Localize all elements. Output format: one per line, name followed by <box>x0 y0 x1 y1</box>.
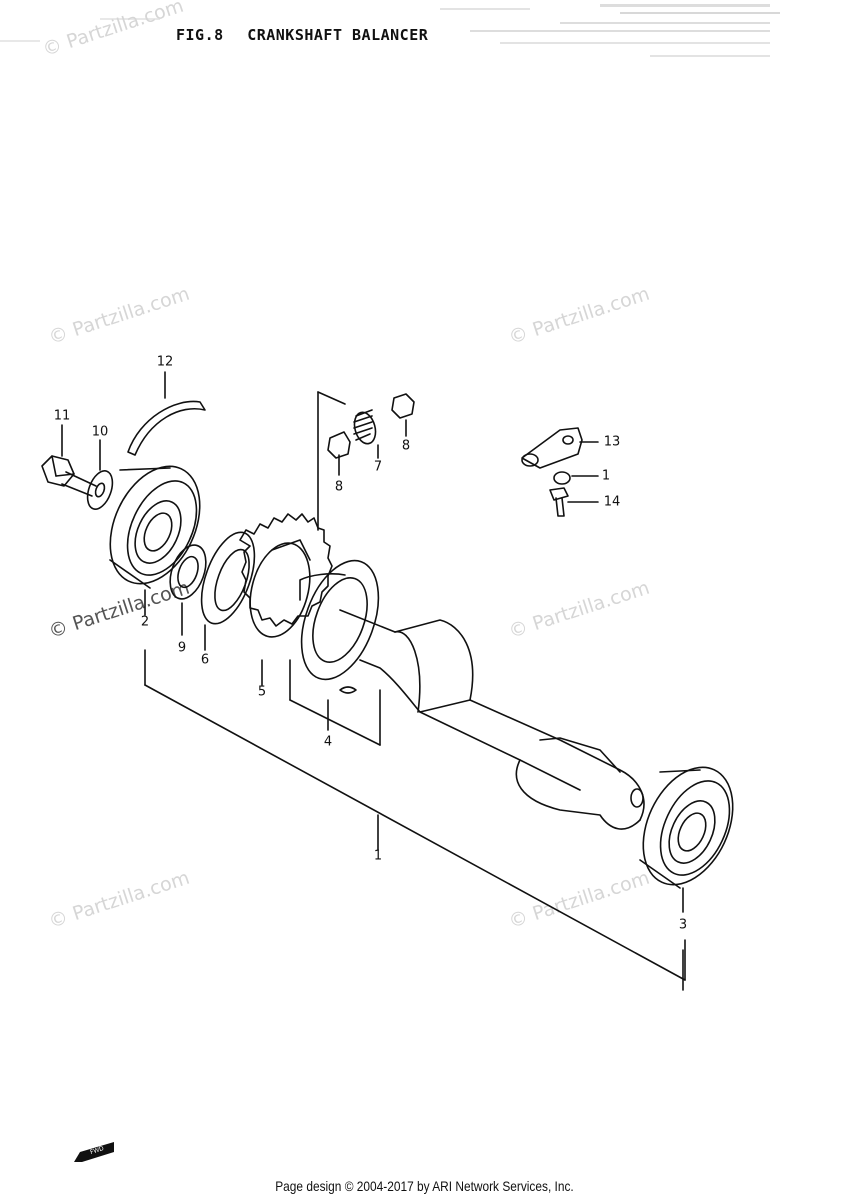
callout-3: 3 <box>678 917 688 933</box>
collar-part <box>300 559 380 694</box>
callout-1: 1 <box>373 848 383 864</box>
callout-7: 7 <box>373 459 383 475</box>
callout-2: 2 <box>140 614 150 630</box>
small-ring-part <box>553 471 599 485</box>
callout-1-small: 1 <box>601 468 611 484</box>
callout-13: 13 <box>603 434 621 450</box>
cap-part-upper <box>391 393 415 437</box>
callout-11: 11 <box>53 408 71 424</box>
callout-4: 4 <box>323 734 333 750</box>
callout-8-lower: 8 <box>334 479 344 495</box>
figure-title: FIG.8 CRANKSHAFT BALANCER <box>176 26 442 44</box>
callout-14: 14 <box>603 494 621 510</box>
callout-5: 5 <box>257 684 267 700</box>
bearing-right-part <box>639 766 734 913</box>
thrust-washer-part <box>200 531 256 651</box>
screw-part <box>549 487 599 517</box>
group-bracket-4 <box>289 391 381 746</box>
callout-6: 6 <box>200 652 210 668</box>
plate-part <box>521 427 599 469</box>
figure-name: CRANKSHAFT BALANCER <box>247 26 429 44</box>
callout-8-upper: 8 <box>401 438 411 454</box>
scan-noise <box>0 4 780 57</box>
bearing-left-part <box>109 465 201 616</box>
spring-part <box>353 409 379 459</box>
bolt-part <box>41 424 97 497</box>
gear-part <box>239 513 333 686</box>
circlip-part <box>127 400 206 456</box>
callout-12: 12 <box>156 354 174 370</box>
forward-arrow-icon: FWD <box>74 1142 114 1162</box>
fwd-label: FWD <box>89 1145 105 1156</box>
group-bracket-1 <box>144 649 686 991</box>
washer-part <box>86 439 114 510</box>
figure-number: FIG.8 <box>176 26 224 44</box>
cap-part-lower <box>327 431 351 476</box>
balancer-shaft-part <box>299 573 645 830</box>
footer-credit: Page design © 2004-2017 by ARI Network S… <box>275 1178 574 1194</box>
spacer-ring-part <box>169 544 207 636</box>
callout-10: 10 <box>91 424 109 440</box>
callout-9: 9 <box>177 640 187 656</box>
